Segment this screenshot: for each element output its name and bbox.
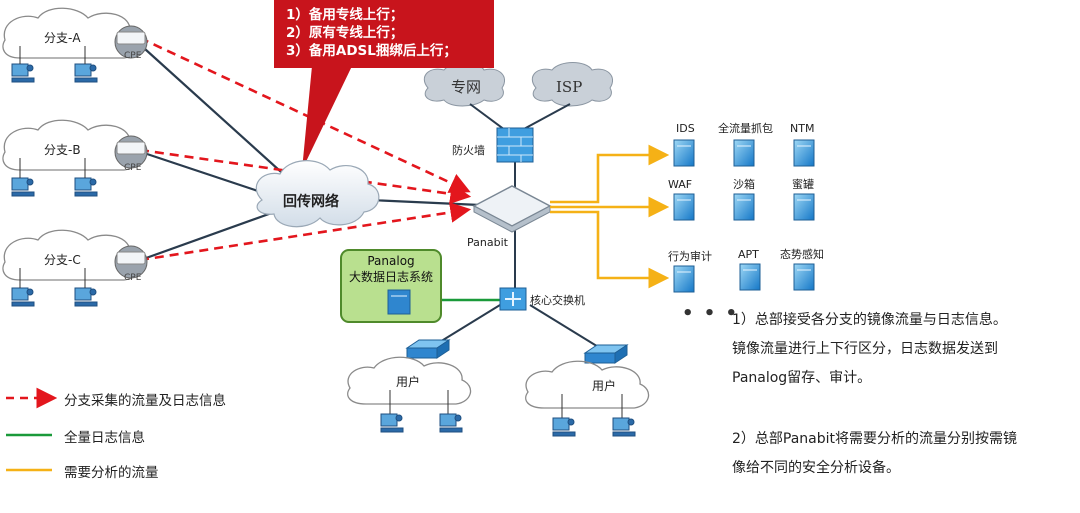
server-apt-icon [739,263,761,291]
description-para-1: 1）总部接受各分支的镜像流量与日志信息。 镜像流量进行上下行区分，日志数据发送到… [732,306,1007,393]
ntm-label: NTM [790,122,814,135]
branch-traffic-flows [139,36,472,262]
branch-drop-lines [19,46,86,288]
branch-a-label: 分支-A [44,31,81,45]
panalog-title: Panalog [367,254,415,268]
callout-line-2: 2）原有专线上行； [286,25,404,41]
callout-line-3: 3）备用ADSL捆绑后上行； [286,43,457,59]
apt-label: APT [738,248,759,261]
sandbox-label: 沙箱 [733,177,755,191]
threat-label: 态势感知 [780,247,824,261]
cpe-devices [114,25,148,279]
user-left-label: 用户 [396,374,420,389]
security-servers [673,139,815,293]
desc-p2-line1: 2）总部Panabit将需要分析的流量分别按需镜 [732,431,1018,447]
access-switch-right-icon [583,344,629,364]
panabit-label: Panabit [467,236,509,249]
user-cloud-right [525,360,650,409]
backhaul-cloud [255,160,380,228]
backhaul-label: 回传网络 [283,193,339,210]
description-para-2: 2）总部Panabit将需要分析的流量分别按需镜 像给不同的安全分析设备。 [732,425,1017,483]
isp-cloud [531,62,614,107]
core-switch-label: 核心交换机 [530,293,585,307]
legend-red-text: 分支采集的流量及日志信息 [64,393,226,409]
server-ids-icon [673,139,695,167]
private-line-cloud [423,62,506,107]
capture-label: 全流量抓包 [718,121,773,135]
callout-pointer [302,66,352,170]
legend-lines [6,387,58,472]
ids-label: IDS [676,122,695,135]
server-audit-icon [673,265,695,293]
analysis-flows [550,144,670,289]
private-line-label: 专网 [451,78,481,96]
more-devices-dots: • • • [682,303,740,324]
desc-p2-line2: 像给不同的安全分析设备。 [732,460,900,476]
callout-line-1: 1）备用专线上行； [286,7,404,23]
desc-p1-line2: 镜像流量进行上下行区分，日志数据发送到 [732,341,998,357]
server-honeypot-icon [793,193,815,221]
branch-a-cloud [2,7,141,59]
legend-green-text: 全量日志信息 [64,430,145,446]
server-waf-icon [673,193,695,221]
panalog-server-icon [387,289,411,315]
user-cloud-left [347,356,472,405]
cpe-c-label: CPE [124,273,142,283]
branch-b-label: 分支-B [44,143,81,157]
desc-p1-line1: 1）总部接受各分支的镜像流量与日志信息。 [732,312,1007,328]
panabit-icon [472,185,552,233]
waf-label: WAF [668,178,692,191]
server-ntm-icon [793,139,815,167]
audit-label: 行为审计 [668,249,712,263]
branch-c-label: 分支-C [44,253,81,267]
access-switch-left-icon [405,339,451,359]
cpe-b-label: CPE [124,163,142,173]
firewall-label: 防火墙 [452,143,485,157]
branch-c-cloud [2,229,141,281]
user-workstations [380,413,636,437]
server-capture-icon [733,139,755,167]
core-switch-icon [499,287,527,311]
firewall-icon [496,127,534,163]
legend-yellow-text: 需要分析的流量 [64,465,159,481]
desc-p1-line3: Panalog留存、审计。 [732,370,872,386]
isp-label: ISP [556,78,582,96]
uplink-callout: 1）备用专线上行； 2）原有专线上行； 3）备用ADSL捆绑后上行； [274,0,494,68]
branch-b-cloud [2,119,141,171]
cpe-a-label: CPE [124,51,142,61]
user-drop-lines [389,390,623,418]
server-sandbox-icon [733,193,755,221]
panalog-subtitle: 大数据日志系统 [348,270,433,284]
branch-workstations [11,63,98,307]
panalog-box: Panalog 大数据日志系统 [340,249,442,323]
user-right-label: 用户 [592,378,616,393]
honeypot-label: 蜜罐 [792,177,814,191]
server-threat-icon [793,263,815,291]
